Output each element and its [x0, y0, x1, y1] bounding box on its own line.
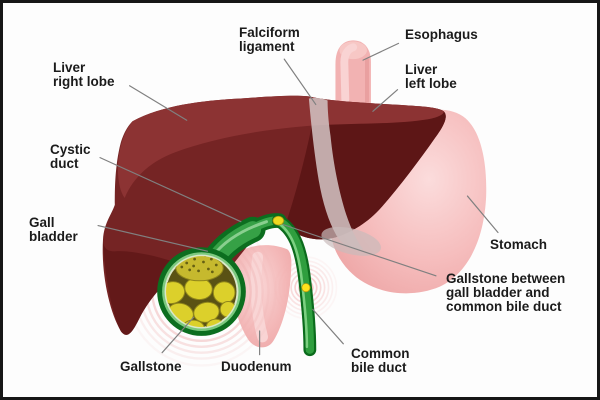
esophagus-shape [335, 40, 371, 106]
leader-gallstone [161, 316, 195, 354]
speckled-gallstone [175, 256, 224, 282]
label-falciform-ligament: Falciform ligament [239, 25, 300, 54]
label-duodenum: Duodenum [221, 359, 292, 374]
common-bile-duct-shape [271, 214, 317, 357]
leader-esophagus [362, 42, 400, 61]
label-gallstone: Gallstone [120, 359, 182, 374]
falciform-ligament-shape [308, 97, 382, 256]
leader-cystic-duct [99, 157, 242, 223]
label-cystic-duct: Cystic duct [50, 142, 91, 171]
leader-lines [97, 42, 499, 356]
leader-stomach [466, 195, 499, 234]
gallstone-at-junction [272, 215, 285, 226]
leader-gall-bladder [97, 225, 209, 252]
label-gall-bladder: Gall bladder [29, 215, 78, 244]
label-liver-right-lobe: Liver right lobe [53, 60, 115, 89]
label-liver-left-lobe: Liver left lobe [405, 62, 457, 91]
label-stomach: Stomach [490, 237, 548, 252]
leader-common-bile-duct [312, 308, 344, 345]
gall-bladder-shape [157, 247, 246, 336]
leader-gallstone-between [282, 224, 437, 277]
label-gallstone-between: Gallstone between gall bladder and commo… [446, 271, 566, 314]
leader-liver-left-lobe [372, 89, 399, 112]
anatomy-illustration [97, 40, 499, 367]
leader-falciform-ligament [283, 58, 317, 106]
gallstone-in-duct [301, 283, 311, 293]
label-common-bile-duct: Common bile duct [351, 346, 410, 375]
leader-liver-right-lobe [129, 85, 188, 121]
label-esophagus: Esophagus [405, 27, 478, 42]
